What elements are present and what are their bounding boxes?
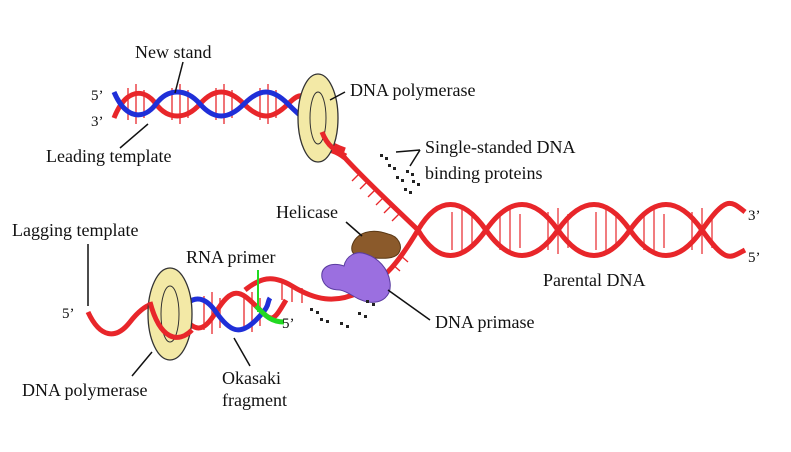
leading-strand-exit	[319, 131, 348, 159]
leading-3-prime: 3’	[91, 114, 104, 130]
lagging-strand-front	[147, 301, 194, 340]
leading-new-strand	[111, 89, 323, 131]
helicase-label: Helicase	[276, 202, 338, 222]
primer-5-prime: 5’	[282, 316, 295, 332]
lagging-template-label: Lagging template	[12, 220, 138, 240]
pointer-lines	[87, 61, 431, 377]
dna-polymerase-top-pointer	[329, 91, 346, 101]
dna-primase-pointer	[387, 289, 431, 321]
okazaki-label-line1: Okasaki	[222, 368, 281, 388]
ssb-pointer-b	[409, 149, 421, 167]
upper-arm-ticks	[351, 172, 401, 222]
lagging-5-prime: 5’	[62, 306, 75, 322]
ssb-label-line1: Single-standed DNA	[425, 137, 575, 157]
parental-rungs	[451, 208, 713, 254]
ssb-label-line2: binding proteins	[425, 163, 543, 183]
helicase-pointer	[345, 221, 363, 237]
dna-polymerase-bottom-label: DNA polymerase	[22, 380, 147, 400]
leading-template-pointer	[119, 123, 149, 149]
new-strand-pointer	[174, 61, 184, 94]
lower-fork-arm	[243, 228, 421, 302]
new-strand-label: New stand	[135, 42, 211, 62]
ssb-proteins	[310, 154, 420, 328]
lower-arm-ticks	[281, 254, 409, 303]
dna-polymerase-top-label: DNA polymerase	[350, 80, 475, 100]
dna-primase-label: DNA primase	[435, 312, 534, 332]
parental-3-prime: 3’	[748, 208, 761, 224]
parental-dna-label: Parental DNA	[543, 270, 645, 290]
rna-primer-label: RNA primer	[186, 247, 276, 267]
primase-shape	[321, 252, 391, 303]
parental-strand-b	[415, 202, 747, 259]
leading-5-prime: 5’	[91, 88, 104, 104]
dna-polymerase-bottom-pointer	[131, 351, 153, 377]
okazaki-pointer	[233, 337, 251, 367]
ssb-pointer-a	[395, 149, 421, 153]
parental-dna-helix	[415, 200, 747, 259]
okazaki-label-line2: fragment	[222, 390, 287, 410]
leading-template-label: Leading template	[46, 146, 171, 166]
parental-5-prime: 5’	[748, 250, 761, 266]
okazaki-fragment-strand	[173, 296, 273, 333]
dna-polymerase-bottom	[147, 267, 193, 361]
